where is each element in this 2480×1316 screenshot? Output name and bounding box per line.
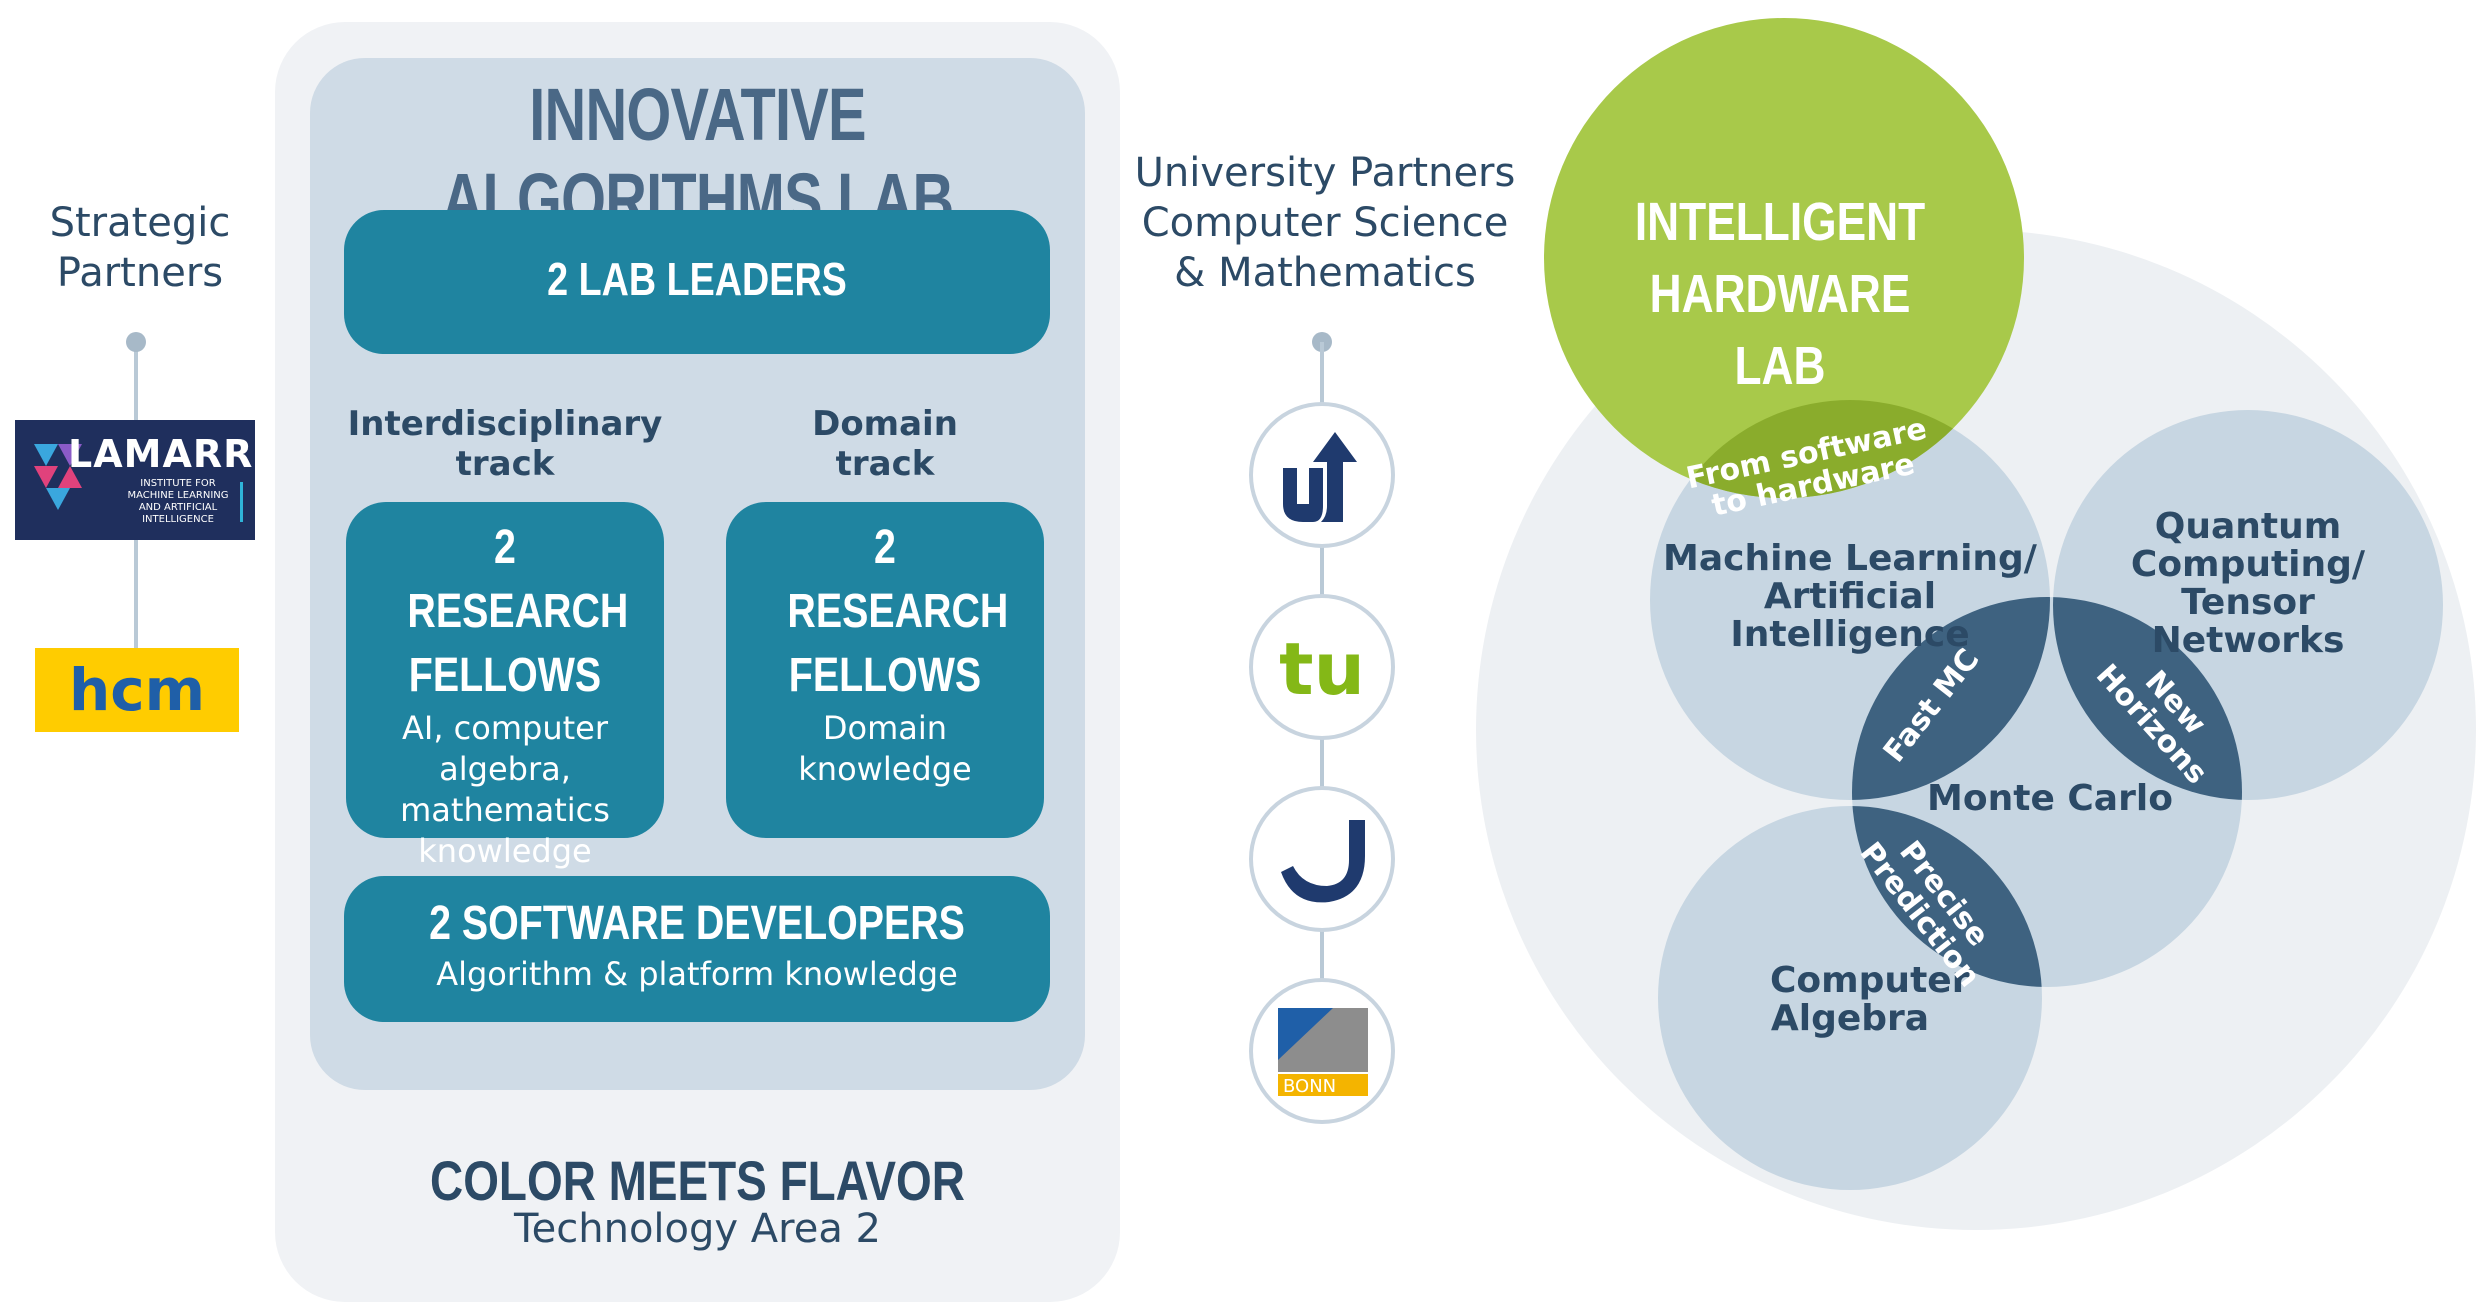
research-fellows-domain: 2 RESEARCH FELLOWS Domain knowledge (726, 516, 1044, 790)
lab-leaders-box (344, 210, 1050, 354)
lamarr-subtitle: INSTITUTE FOR MACHINE LEARNING AND ARTIF… (127, 478, 229, 525)
university-logo-bonn: BONN (1249, 978, 1395, 1124)
software-developers-body: Algorithm & platform knowledge (436, 955, 958, 993)
software-developers-title: 2 SOFTWARE DEVELOPERS (429, 897, 965, 950)
new-horizons-overlap (2053, 597, 2242, 800)
tu-logo-icon: tu (1279, 627, 1365, 711)
strategic-partners-title: Strategic Partners (49, 200, 231, 296)
hardware-lab-circle (1544, 18, 2024, 498)
research-fellows-body: Domain knowledge (798, 709, 972, 788)
technology-area-subtitle: Technology Area 2 (514, 1206, 881, 1252)
ml-ai-label: Machine Learning/ Artificial Intelligenc… (1663, 538, 2037, 655)
university-partners-title: University Partners Computer Science & M… (1134, 150, 1516, 296)
lamarr-logo (15, 420, 255, 540)
interdisciplinary-track-label: Interdisciplinary track (347, 404, 663, 484)
hcm-logo (35, 648, 239, 732)
tu-logo-text: tu (1279, 627, 1365, 711)
bonn-logo-icon: BONN (1278, 1008, 1368, 1097)
domain-track-label: Domain track (812, 404, 958, 484)
research-fellows-title: 2 RESEARCH FELLOWS (407, 521, 629, 702)
lamarr-name: LAMARR (68, 432, 254, 476)
precise-prediction-overlap (1852, 806, 2042, 987)
research-fellows-body: AI, computer algebra, mathematics knowle… (400, 709, 610, 870)
color-meets-flavor-title: COLOR MEETS FLAVOR (430, 1149, 965, 1212)
research-fellows-title: 2 RESEARCH FELLOWS (787, 521, 1009, 702)
university-logo-tu: tu (1249, 594, 1395, 740)
quantum-tensor-label: Quantum Computing/ Tensor Networks (2130, 506, 2366, 661)
software-developers-box (344, 876, 1050, 1022)
u-logo-icon (1283, 432, 1357, 522)
research-fellows-interdisciplinary: 2 RESEARCH FELLOWS AI, computer algebra,… (346, 516, 664, 872)
hardware-lab-title: INTELLIGENT HARDWARE LAB (1634, 192, 1926, 396)
lab-leaders-label: 2 LAB LEADERS (547, 253, 847, 305)
research-fellows-interdisciplinary-box (346, 502, 664, 838)
monte-carlo-label: Monte Carlo (1927, 778, 2173, 819)
university-logo-u (1249, 402, 1395, 548)
university-logo-j (1249, 786, 1395, 932)
lamarr-mark-icon (34, 444, 82, 510)
hcm-logo-text: hcm (68, 656, 206, 724)
research-fellows-domain-box (726, 502, 1044, 838)
bonn-logo-text: BONN (1283, 1076, 1336, 1097)
computer-algebra-label: Computer Algebra (1770, 960, 1970, 1039)
j-logo-icon (1281, 820, 1365, 903)
lamarr-accent-bar (240, 482, 243, 522)
